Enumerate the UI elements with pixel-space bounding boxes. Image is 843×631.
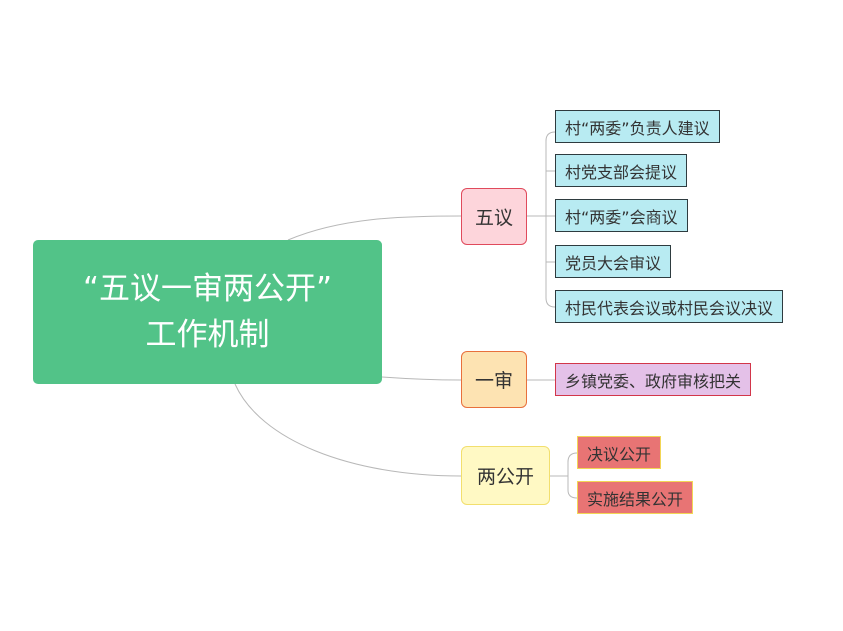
root-node[interactable]: “五议一审两公开” 工作机制 (33, 240, 382, 384)
branch-node-wuyi[interactable]: 五议 (461, 188, 527, 245)
leaf-node-wuyi-5[interactable]: 村民代表会议或村民会议决议 (555, 290, 784, 323)
branch-node-yishen[interactable]: 一审 (461, 351, 527, 408)
connector-root-wuyi (287, 215, 462, 241)
leaf-node-wuyi-1[interactable]: 村“两委”负责人建议 (555, 110, 720, 143)
connector-wuyi-spine (545, 131, 556, 308)
connector-lianggongkai-spine (567, 452, 578, 499)
leaf-node-wuyi-3[interactable]: 村“两委”会商议 (555, 199, 688, 232)
connector-root-lianggongkai (234, 383, 462, 477)
root-title-line2: 工作机制 (145, 317, 270, 353)
branch-node-lianggongkai[interactable]: 两公开 (461, 446, 550, 505)
leaf-node-yishen-1[interactable]: 乡镇党委、政府审核把关 (555, 363, 752, 396)
connector-root-yishen (381, 376, 462, 381)
leaf-node-wuyi-2[interactable]: 村党支部会提议 (555, 154, 688, 187)
leaf-node-wuyi-4[interactable]: 党员大会审议 (555, 245, 672, 278)
leaf-node-lianggongkai-1[interactable]: 决议公开 (577, 436, 662, 469)
leaf-node-lianggongkai-2[interactable]: 实施结果公开 (577, 481, 694, 514)
root-title-line1: “五议一审两公开” (82, 271, 333, 307)
